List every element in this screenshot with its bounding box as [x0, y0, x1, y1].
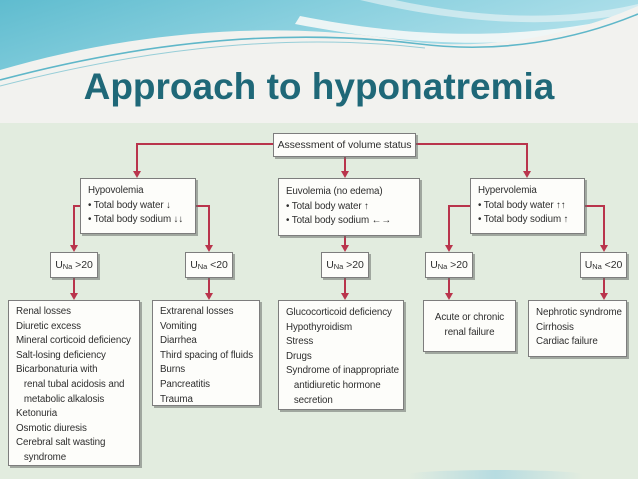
flowchart-arrows: [70, 143, 608, 300]
una-subscript: Na: [333, 261, 344, 271]
header-wave-decoration: [0, 0, 638, 123]
una-value: <20: [604, 258, 623, 271]
node-hypovolemia: Hypovolemia• Total body water ↓• Total b…: [80, 178, 196, 234]
bottom-wave-decoration: [408, 470, 583, 479]
una-symbol: U: [584, 258, 593, 271]
una-subscript: Na: [197, 261, 208, 271]
una-symbol: U: [326, 258, 334, 271]
node-euvolemia: Euvolemia (no edema)• Total body water ↑…: [278, 178, 420, 236]
una-subscript: Na: [437, 261, 448, 271]
una-value: >20: [75, 258, 93, 271]
una-value: >20: [450, 258, 468, 271]
una-value: >20: [346, 258, 364, 271]
slide-title: Approach to hyponatremia: [83, 66, 555, 107]
una-subscript: Na: [592, 261, 602, 271]
node-hypervolemia: Hypervolemia• Total body water ↑↑• Total…: [470, 178, 585, 234]
node-assessment-of-volume-status: Assessment of volume status: [273, 133, 416, 157]
una-value: <20: [210, 258, 228, 271]
una-symbol: U: [55, 258, 63, 271]
una-symbol: U: [430, 258, 438, 271]
una-subscript: Na: [62, 261, 73, 271]
hyponatremia-flowchart: Assessment of volume status Hypovolemia•…: [0, 123, 638, 479]
una-symbol: U: [190, 258, 198, 271]
